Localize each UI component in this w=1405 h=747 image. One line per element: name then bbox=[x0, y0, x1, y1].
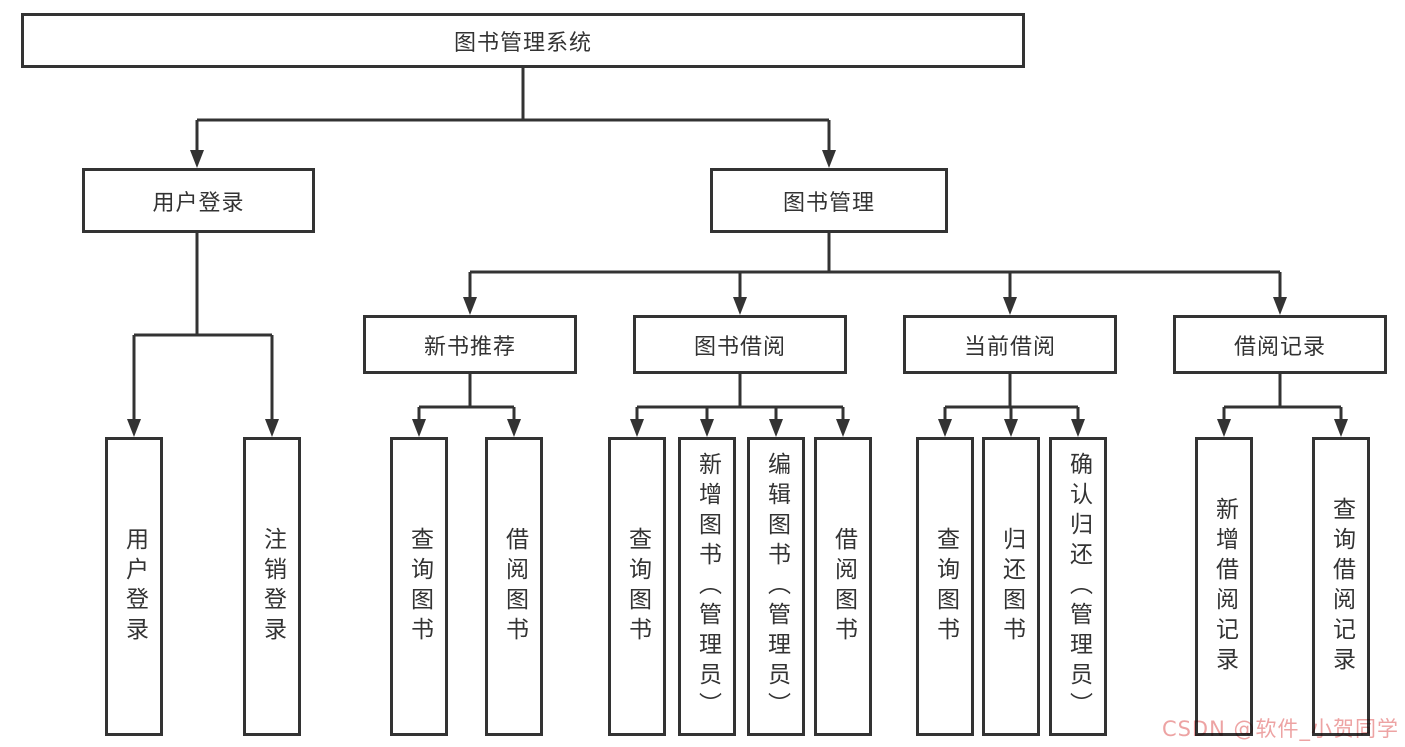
leaf-label: 查询图书 bbox=[624, 526, 651, 647]
leaf-label: 借阅图书 bbox=[830, 526, 857, 647]
node-user-login: 用户登录 bbox=[82, 168, 315, 233]
node-new-book-recommendation: 新书推荐 bbox=[363, 315, 577, 374]
leaf-query-borrow-record: 查询借阅记录 bbox=[1312, 437, 1370, 736]
leaf-label: 用户登录 bbox=[121, 526, 148, 647]
leaf-return-books: 归还图书 bbox=[982, 437, 1040, 736]
node-book-borrowing: 图书借阅 bbox=[633, 315, 847, 374]
node-current-borrowing: 当前借阅 bbox=[903, 315, 1117, 374]
leaf-label: 新增借阅记录 bbox=[1211, 496, 1238, 677]
leaf-add-borrow-record: 新增借阅记录 bbox=[1195, 437, 1253, 736]
leaf-borrow-books-recommend: 借阅图书 bbox=[485, 437, 543, 736]
leaf-confirm-return-admin: 确认归还（管理员） bbox=[1049, 437, 1107, 736]
leaf-label: 注销登录 bbox=[259, 526, 286, 647]
node-book-management: 图书管理 bbox=[710, 168, 948, 233]
arrowheads bbox=[127, 150, 1348, 437]
leaf-label: 借阅图书 bbox=[501, 526, 528, 647]
leaf-label: 归还图书 bbox=[998, 526, 1025, 647]
leaf-logout: 注销登录 bbox=[243, 437, 301, 736]
leaf-query-books-recommend: 查询图书 bbox=[390, 437, 448, 736]
leaf-label: 编辑图书（管理员） bbox=[763, 451, 790, 722]
leaf-borrow-books: 借阅图书 bbox=[814, 437, 872, 736]
leaf-label: 查询图书 bbox=[406, 526, 433, 647]
csdn-watermark: CSDN @软件_小贺同学 bbox=[1161, 717, 1399, 741]
leaf-query-books-borrowing: 查询图书 bbox=[608, 437, 666, 736]
leaf-add-book-admin: 新增图书（管理员） bbox=[678, 437, 736, 736]
node-library-management-system: 图书管理系统 bbox=[21, 13, 1025, 68]
node-borrowing-records: 借阅记录 bbox=[1173, 315, 1387, 374]
leaf-user-login: 用户登录 bbox=[105, 437, 163, 736]
leaf-label: 确认归还（管理员） bbox=[1065, 451, 1092, 722]
leaf-label: 查询图书 bbox=[932, 526, 959, 647]
leaf-query-books-current: 查询图书 bbox=[916, 437, 974, 736]
leaf-edit-book-admin: 编辑图书（管理员） bbox=[747, 437, 805, 736]
leaf-label: 查询借阅记录 bbox=[1328, 496, 1355, 677]
leaf-label: 新增图书（管理员） bbox=[694, 451, 721, 722]
